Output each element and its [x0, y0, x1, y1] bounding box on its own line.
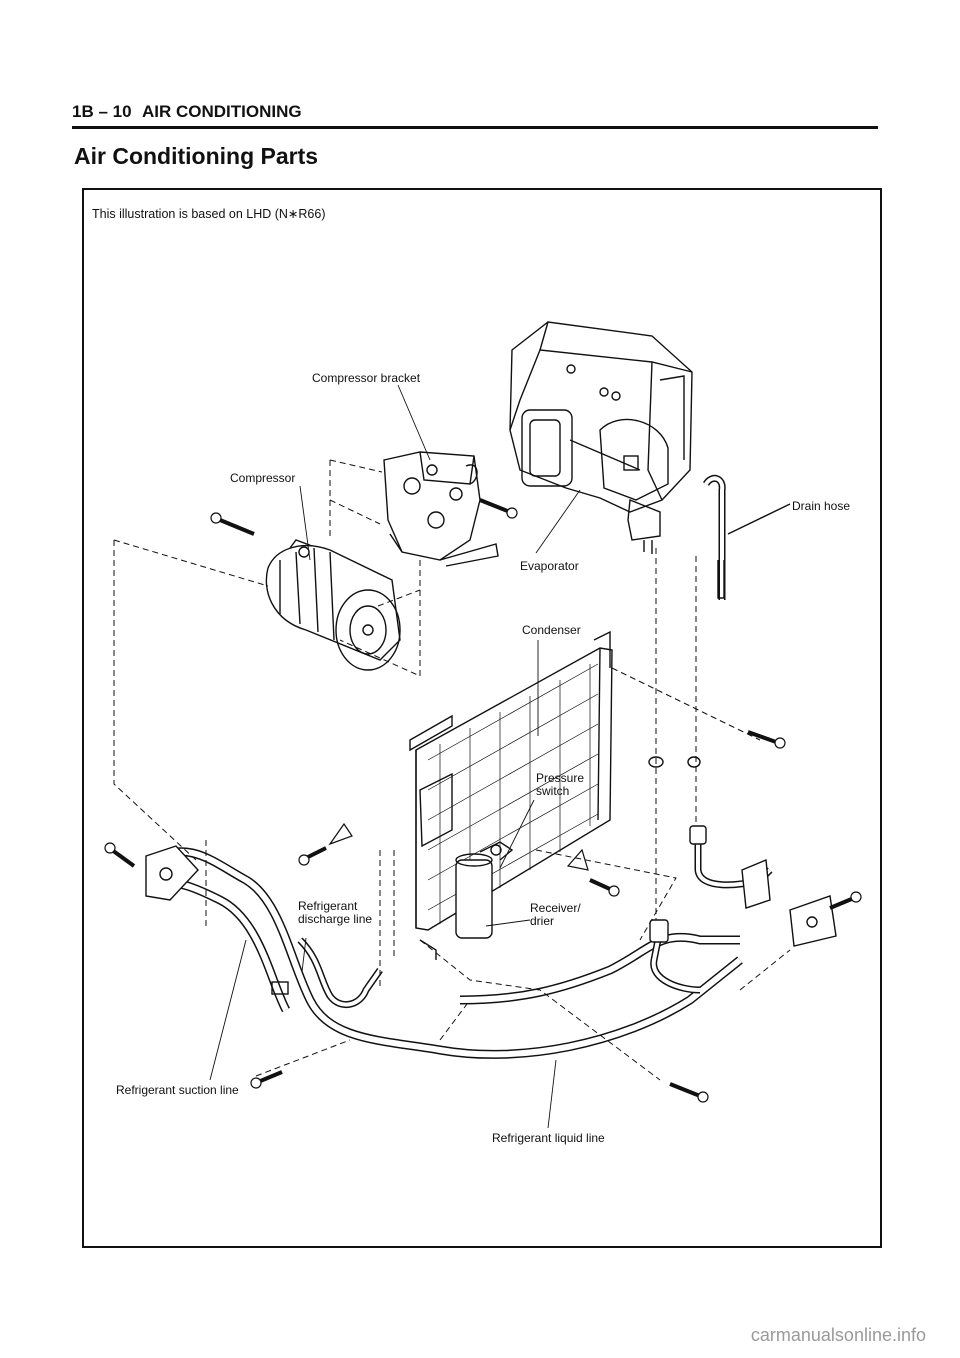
receiver-drier: [455, 841, 514, 939]
label-drain-hose: Drain hose: [792, 499, 851, 513]
refrigerant-discharge-line: [297, 937, 383, 1008]
assembly-guide-lines: [113, 459, 791, 1081]
label-evaporator: Evaporator: [520, 559, 579, 573]
drain-hose: [703, 474, 791, 600]
o-rings: [648, 756, 701, 768]
label-refrigerant-discharge-line: Refrigerant discharge line: [298, 899, 373, 926]
refrigerant-liquid-line: [459, 825, 837, 1005]
illustration-frame: [82, 188, 882, 1248]
evaporator-unit: [509, 321, 693, 554]
bolts: [104, 498, 862, 1103]
page-code: 1B – 10: [72, 102, 132, 121]
label-refrigerant-liquid-line: Refrigerant liquid line: [492, 1131, 605, 1145]
watermark-footer: carmanualsonline.info: [750, 1325, 926, 1345]
page-header: 1B – 10 AIR CONDITIONING: [72, 100, 878, 129]
compressor: [265, 539, 401, 671]
label-pressure-switch: Pressure switch: [536, 771, 585, 798]
label-refrigerant-suction-line: Refrigerant suction line: [116, 1083, 239, 1097]
label-compressor: Compressor: [230, 471, 296, 485]
leader-lines: [209, 384, 581, 1129]
compressor-bracket: [383, 451, 499, 567]
section-title: AIR CONDITIONING: [142, 102, 302, 121]
label-compressor-bracket: Compressor bracket: [312, 371, 421, 385]
refrigerant-suction-line: [145, 845, 743, 1059]
label-condenser: Condenser: [522, 623, 581, 637]
illustration-note: This illustration is based on LHD (N∗R66…: [92, 207, 326, 221]
label-receiver-drier: Receiver/ drier: [530, 901, 581, 928]
page-title: Air Conditioning Parts: [74, 143, 319, 169]
